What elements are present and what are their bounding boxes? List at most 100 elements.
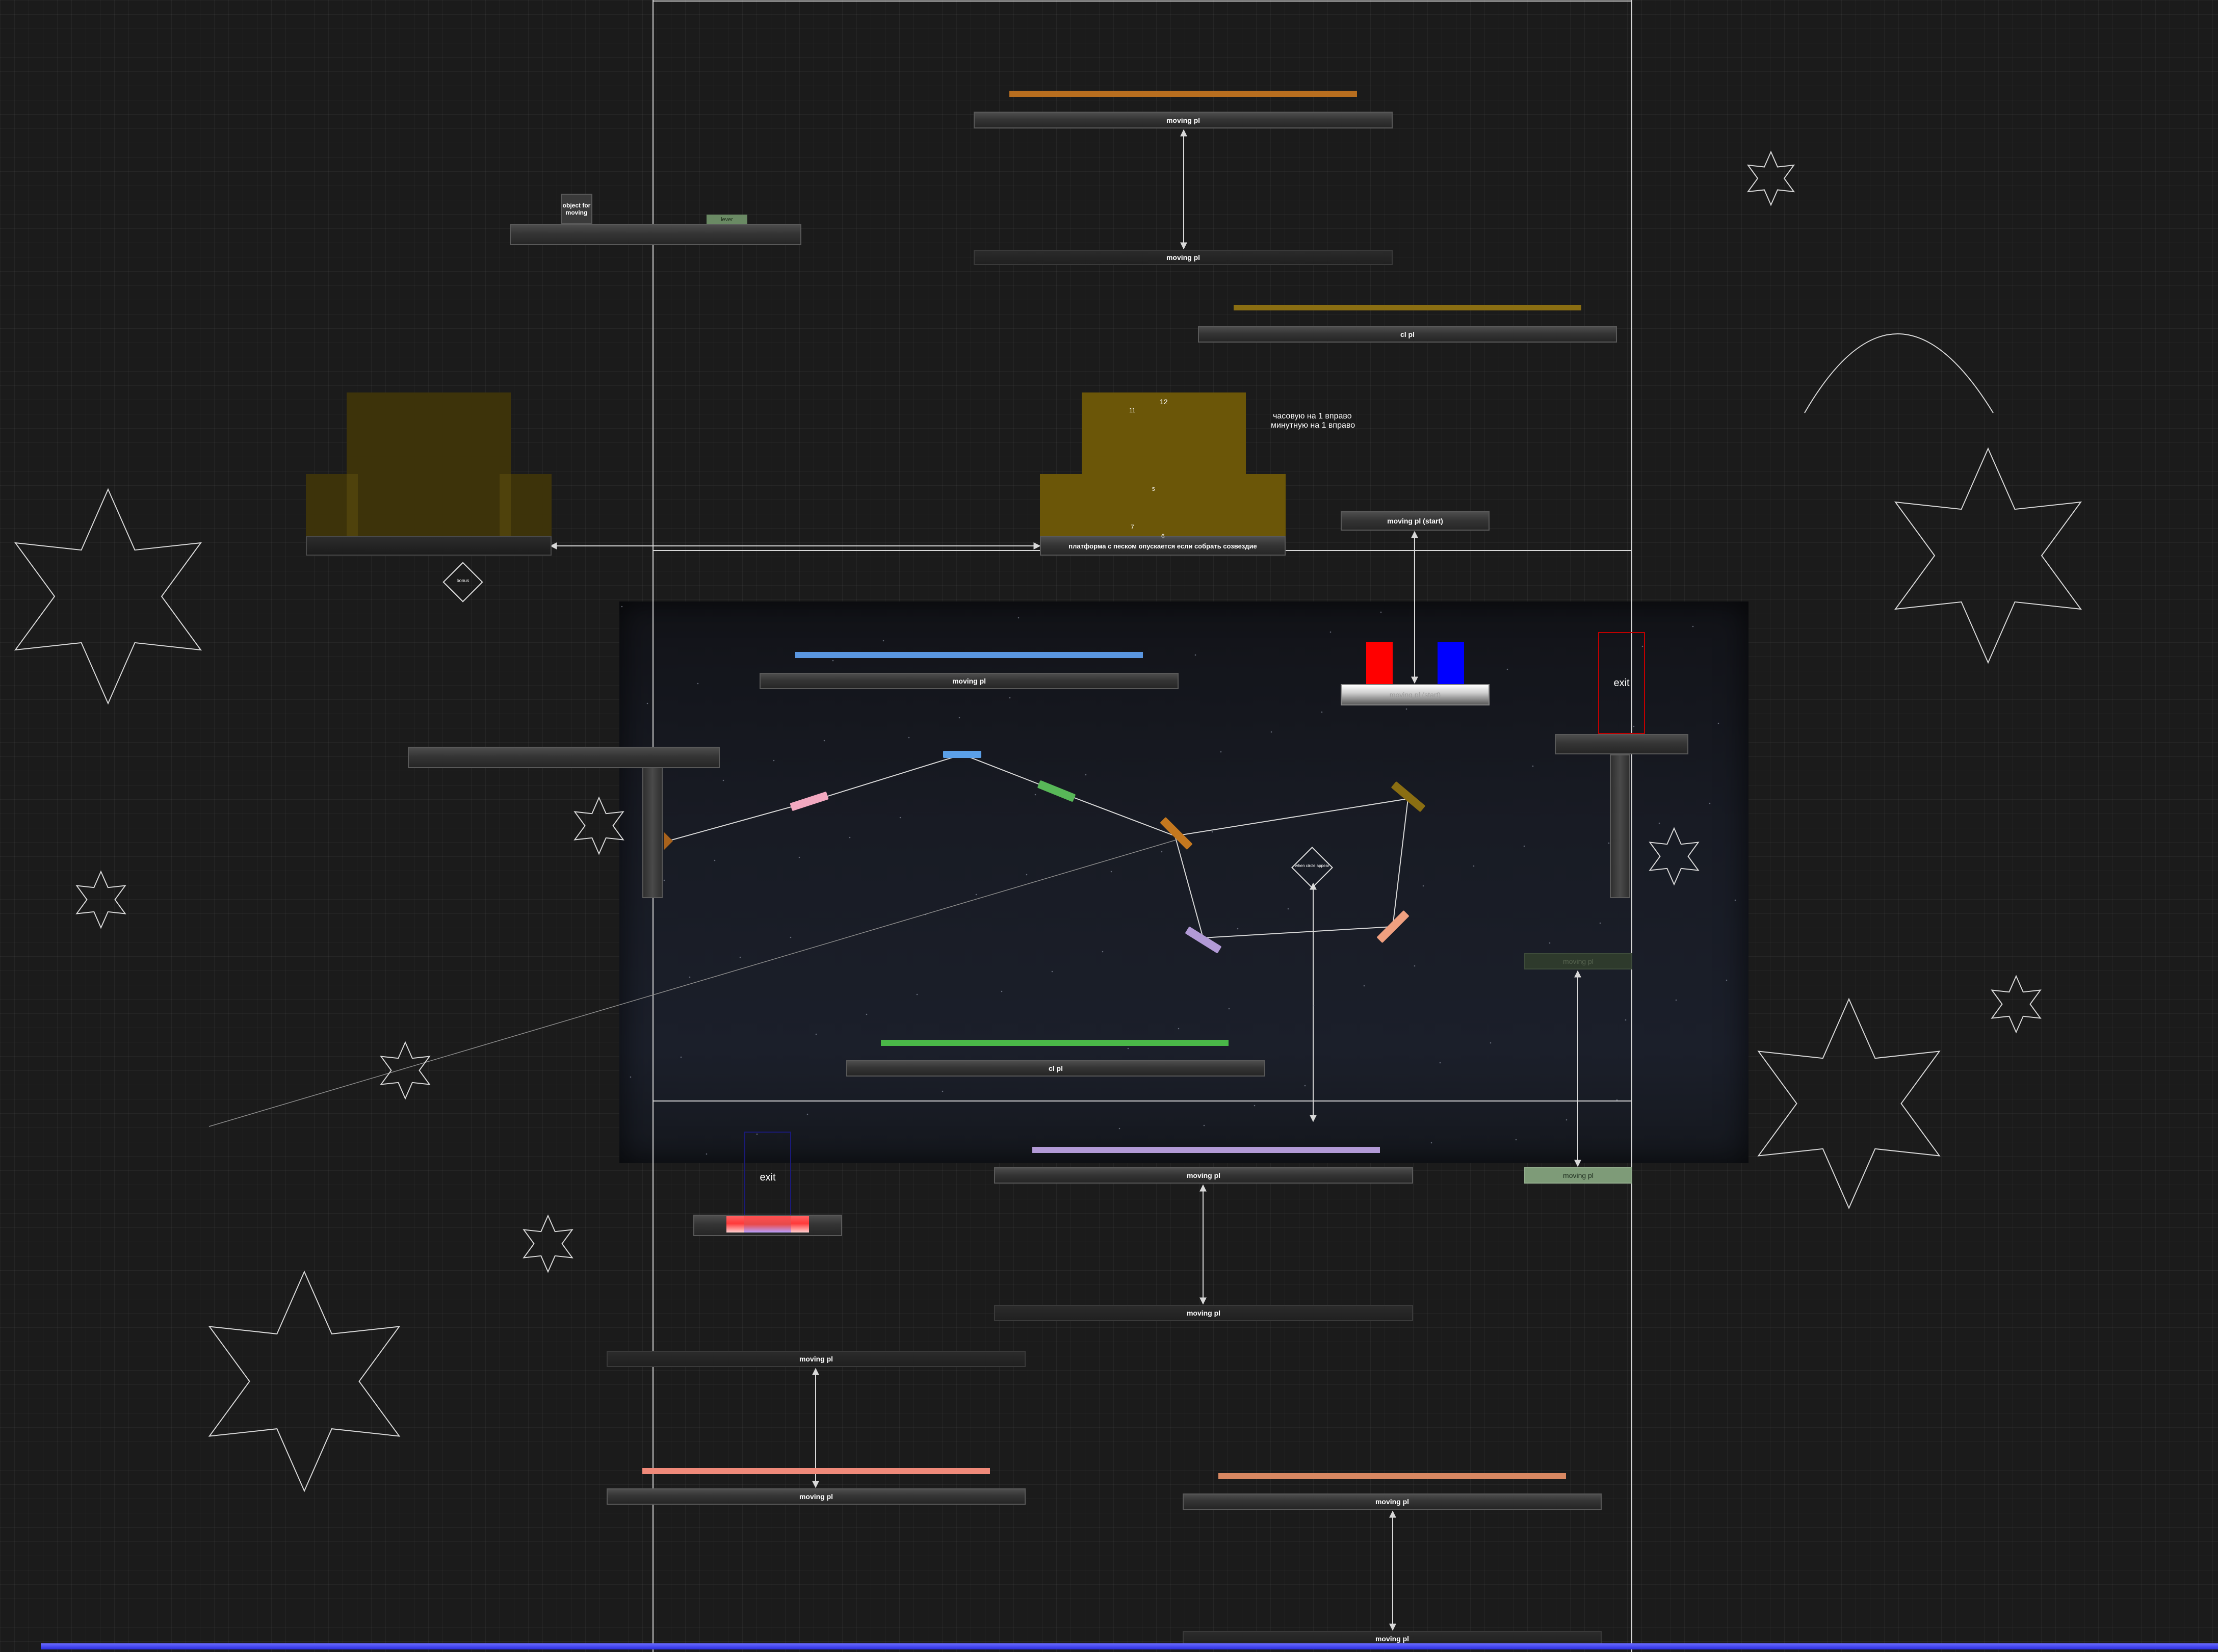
bonus-label: bonus: [456, 578, 469, 583]
sky-star-dot: [697, 683, 699, 685]
moving-platform[interactable]: moving pl: [974, 112, 1393, 128]
sand-platform-left[interactable]: [306, 536, 552, 556]
sky-star-dot: [1102, 951, 1104, 953]
bottom-boundary-stripe: [41, 1643, 2218, 1649]
sky-star-dot: [1161, 851, 1163, 853]
sky-star-dot: [958, 717, 960, 719]
sky-star-dot: [1422, 885, 1424, 887]
star-outline-icon: [1649, 827, 1700, 886]
sky-star-dot: [916, 993, 918, 995]
sky-star-dot: [790, 936, 792, 938]
sky-star-dot: [646, 702, 648, 704]
sky-star-dot: [1506, 668, 1508, 670]
star-outline-icon: [380, 1041, 431, 1100]
object-label-1: object for: [562, 201, 591, 209]
exit-door-bottom-left[interactable]: exit: [744, 1132, 791, 1223]
clock-numeral-7: 7: [1131, 523, 1134, 531]
sky-star-dot: [1304, 1085, 1306, 1087]
orange-bar: [1009, 91, 1357, 97]
blue-block[interactable]: [1438, 642, 1464, 684]
sky-star-dot: [1414, 965, 1416, 967]
sky-star-dot: [975, 894, 977, 896]
sky-star-dot: [1532, 765, 1534, 767]
sky-star-dot: [1118, 1127, 1120, 1130]
sand-structure-base: [306, 474, 552, 536]
sky-star-dot: [1549, 942, 1551, 944]
sky-star-dot: [739, 956, 741, 958]
upper-left-platform[interactable]: [510, 224, 801, 245]
star-outline-icon: [1894, 447, 2082, 664]
sky-star-dot: [1178, 1028, 1180, 1030]
sky-star-dot: [621, 606, 623, 608]
constellation-lines: [667, 753, 1409, 939]
constellation-slab-corner: [664, 832, 673, 850]
moving-platform-start-lower[interactable]: moving pl (start): [1341, 684, 1490, 705]
sky-star-dot: [1321, 711, 1323, 713]
moving-platform[interactable]: moving pl: [607, 1351, 1026, 1367]
moving-platform-start[interactable]: moving pl (start): [1341, 511, 1490, 531]
exit-door-top-right[interactable]: exit: [1598, 632, 1645, 734]
sky-star-dot: [1127, 1047, 1129, 1050]
moving-platform[interactable]: moving pl: [607, 1488, 1026, 1505]
sky-star-dot: [1001, 990, 1003, 992]
moving-platform-ghost[interactable]: moving pl: [1524, 953, 1632, 969]
constellation-slab-blue[interactable]: [943, 751, 981, 758]
red-block[interactable]: [1366, 642, 1393, 684]
sky-star-dot: [1017, 617, 1020, 619]
sky-star-dot: [1237, 928, 1239, 930]
sky-star-dot: [1625, 1019, 1627, 1021]
moving-platform[interactable]: moving pl: [760, 673, 1179, 689]
sky-star-dot: [1287, 908, 1289, 910]
sky-star-dot: [1439, 1062, 1441, 1064]
moving-platform[interactable]: moving pl: [994, 1167, 1413, 1184]
arc-path: [1804, 333, 1994, 413]
object-for-moving[interactable]: object for moving: [561, 194, 592, 224]
sky-star-dot: [1658, 822, 1660, 824]
sky-star-dot: [1110, 871, 1112, 873]
clock-base: [1040, 474, 1286, 536]
sky-star-dot: [1026, 874, 1028, 876]
sky-star-dot: [1490, 1042, 1492, 1044]
sky-star-dot: [1051, 971, 1053, 973]
star-outline-icon: [523, 1214, 573, 1273]
sky-star-dot: [1523, 845, 1525, 847]
sand-pillar-right: [500, 474, 511, 536]
green-bar: [881, 1040, 1229, 1046]
moving-platform[interactable]: moving pl: [994, 1305, 1413, 1321]
sky-star-dot: [1599, 922, 1601, 924]
clock-numeral-11: 11: [1129, 407, 1136, 414]
sky-star-dot: [689, 976, 691, 978]
sky-star-dot: [1346, 808, 1348, 810]
sky-star-dot: [806, 1113, 808, 1115]
sky-star-dot: [1313, 1005, 1315, 1007]
sky-star-dot: [849, 836, 851, 838]
sky-star-dot: [942, 1090, 944, 1092]
sky-star-dot: [756, 1133, 758, 1135]
sky-star-dot: [1211, 831, 1213, 833]
exit-platform-right[interactable]: [1555, 734, 1688, 754]
cl-platform[interactable]: cl pl: [1198, 326, 1617, 343]
light-beam: [208, 839, 1178, 1127]
right-pillar: [1610, 754, 1630, 898]
sand-platform[interactable]: платформа с песком опускается если собра…: [1040, 536, 1286, 556]
constellation-diamond-label: when circle appear: [1295, 863, 1329, 868]
moving-platform-green[interactable]: moving pl: [1524, 1167, 1632, 1184]
sky-star-dot: [1329, 631, 1332, 633]
cl-platform[interactable]: cl pl: [846, 1060, 1265, 1077]
sky-star-dot: [1515, 1139, 1517, 1141]
sky-star-dot: [823, 740, 825, 742]
sky-star-dot: [680, 1056, 682, 1058]
sky-star-dot: [1734, 899, 1736, 901]
clock-instruction-2: минутную на 1 вправо: [1271, 421, 1355, 430]
sky-star-dot: [815, 1033, 817, 1035]
lever[interactable]: lever: [707, 215, 747, 224]
sky-star-dot: [1565, 1119, 1568, 1121]
left-ledge-platform[interactable]: [408, 747, 720, 768]
sky-star-dot: [1085, 774, 1087, 776]
blue-bar: [795, 652, 1143, 658]
sky-star-dot: [1009, 697, 1011, 699]
moving-platform[interactable]: moving pl: [1183, 1493, 1602, 1510]
moving-platform[interactable]: moving pl: [974, 250, 1393, 265]
